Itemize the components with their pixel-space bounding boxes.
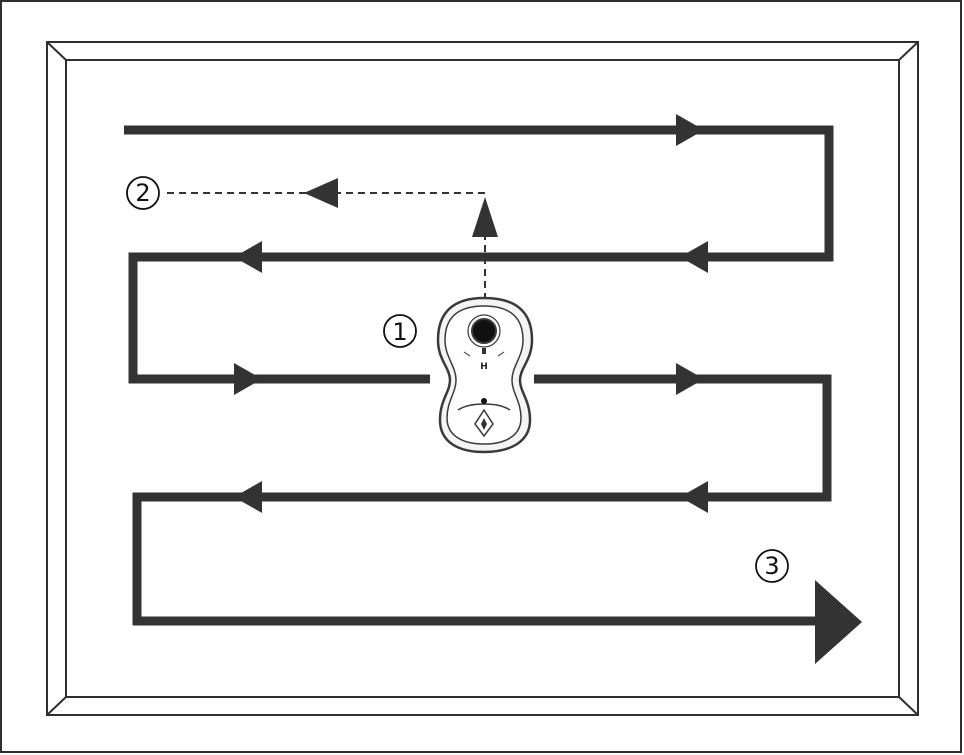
left-arrow-icon [304,178,338,208]
path-arrows [234,114,862,664]
path-segment-top [124,125,834,384]
direction-arrow-icon [680,241,708,273]
dashed-start-path [166,192,486,300]
direction-arrow-icon [676,114,704,146]
step-3-label: 3 [764,552,779,580]
up-arrow-icon [472,197,498,237]
cleaning-path [124,125,834,626]
svg-text:H: H [480,362,488,372]
window-frame [46,41,919,716]
direction-arrow-icon [234,363,262,395]
step-labels: 1 2 3 [126,176,789,583]
step-2-label: 2 [135,179,150,207]
direction-arrow-icon [676,363,704,395]
direction-arrow-icon [234,481,262,513]
window-cleaning-robot-icon: H [436,296,534,454]
step-3-circle [755,549,789,583]
step-2-circle [126,176,160,210]
path-segment-bottom [132,374,832,626]
dashed-path-arrows [304,178,498,237]
step-1-circle [383,314,417,348]
direction-arrow-icon [680,481,708,513]
step-1-label: 1 [392,318,407,346]
end-arrow-icon [815,580,862,664]
direction-arrow-icon [234,241,262,273]
